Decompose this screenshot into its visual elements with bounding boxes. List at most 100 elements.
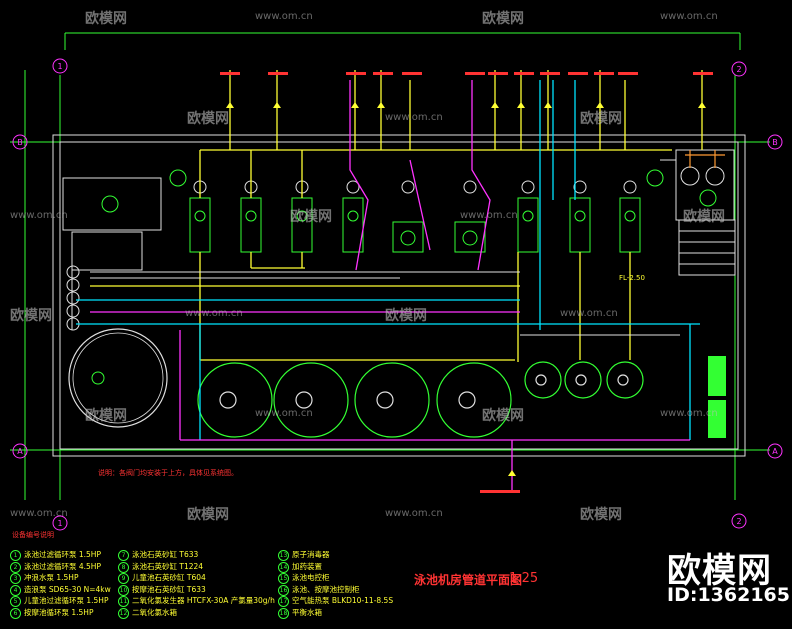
brand-id: ID:1362165 [667,584,790,606]
watermark-url-8: www.om.cn [255,408,313,419]
watermark-brand-2: 欧模网 [482,11,524,27]
balance-tank [68,328,168,428]
watermark-url-9: www.om.cn [660,408,718,419]
legend-item-text: 泳池石英砂缸 T633 [132,550,199,559]
legend-item-text: 泳池电控柜 [292,573,330,583]
drain-pipes [90,80,690,490]
watermark-url-6: www.om.cn [185,308,243,319]
legend-item-number: 15 [278,573,289,585]
watermark-url-5: www.om.cn [460,210,518,221]
grid-label-col-left-bottom: 1 [57,519,62,528]
legend-item-number: 12 [118,608,129,619]
legend-item-text: 按摩池石英砂缸 T633 [132,584,206,594]
legend-item-number: 17 [278,596,289,608]
watermark-brand-7: 欧模网 [10,308,52,324]
legend-item-number: 11 [118,596,129,608]
legend-item-number: 4 [10,584,21,596]
watermark-brand-11: 欧模网 [187,507,229,523]
annotation-marks [220,72,713,493]
watermark-url-11: www.om.cn [385,508,443,519]
legend-item-text: 冲浪水泵 1.5HP [24,573,79,583]
legend-item-number: 8 [118,561,129,573]
watermark-brand-4: 欧模网 [580,111,622,127]
watermark-brand-6: 欧模网 [683,209,725,225]
legend-item-text: 按摩池循环泵 1.5HP [24,608,94,617]
legend-item-number: 5 [10,596,21,608]
watermark-brand-5: 欧模网 [290,209,332,225]
legend-item-number: 16 [278,584,289,596]
return-pipes [76,80,700,440]
legend-item-text: 原子消毒器 [292,550,330,559]
control-cabinets [708,356,726,438]
legend-item-number: 18 [278,608,289,619]
legend-item-text: 造浪泵 SD65-30 N=4kw [24,584,111,594]
watermark-brand-9: 欧模网 [85,408,127,424]
watermark-url-1: www.om.cn [255,11,313,22]
grid-label-row-bottom-left: A [17,447,23,456]
watermark-url-4: www.om.cn [10,210,68,221]
legend-item-number: 3 [10,573,21,585]
legend-item-number: 13 [278,550,289,561]
legend-item-text: 二氧化氯发生器 HTCFX-30A 产氯量30g/h [132,596,275,606]
legend-item-number: 2 [10,561,21,573]
legend-item-number: 10 [118,584,129,596]
watermark-url-3: www.om.cn [385,112,443,123]
drawing-scale: 1:25 [509,571,539,586]
watermark-brand-8: 欧模网 [385,308,427,324]
grid-label-row-bottom-right: A [772,447,778,456]
legend-item-text: 儿童池过滤循环泵 1.5HP [24,596,109,606]
legend-item-number: 9 [118,573,129,585]
grid-bubbles [12,58,783,531]
legend-item-text: 泳池过滤循环泵 4.5HP [24,561,101,571]
watermark-url-7: www.om.cn [560,308,618,319]
room-walls [52,134,746,457]
drawing-title: 泳池机房管道平面图 [414,573,523,587]
legend-item-text: 平衡水箱 [292,608,322,617]
watermark-brand-12: 欧模网 [580,507,622,523]
legend-heading: 设备编号说明 [12,531,54,539]
grid-label-col-right: 2 [736,65,741,74]
flow-markers [226,102,706,476]
legend-item-number: 14 [278,561,289,573]
watermark-brand-10: 欧模网 [482,408,524,424]
watermark-url-2: www.om.cn [660,11,718,22]
watermark-url-10: www.om.cn [10,508,68,519]
watermark-brand-1: 欧模网 [85,11,127,27]
heat-pump-lines [685,150,725,168]
grid-label-row-top-left: B [17,138,23,147]
legend-item-text: 二氧化氯水箱 [132,608,177,617]
grid-label-row-top-right: B [772,138,778,147]
legend-item-text: 空气能热泵 BLKD10-11-8.5S [292,596,394,606]
sand-filters [197,361,644,438]
brand-logo-text: 欧模网 [667,551,772,591]
drawing-note: 说明：各阀门均安装于上方，具体见系统图。 [98,469,238,477]
grid-label-col-right-bottom: 2 [736,517,741,526]
watermark-brand-3: 欧模网 [187,111,229,127]
legend-item-text: 泳池过滤循环泵 1.5HP [24,550,101,559]
supply-pipes [90,70,703,362]
legend-item-text: 泳池、按摩池控制柜 [292,584,360,594]
legend-item-text: 儿童池石英砂缸 T604 [132,573,206,583]
white-pipes [71,159,680,336]
legend-item-number: 7 [118,550,129,561]
legend-item-number: 1 [10,550,21,561]
